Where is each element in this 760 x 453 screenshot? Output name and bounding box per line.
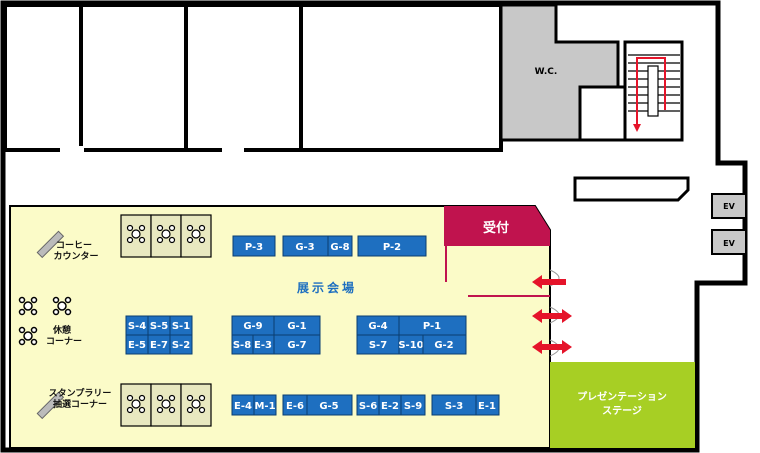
svg-text:S-5: S-5	[150, 321, 168, 332]
svg-text:G-5: G-5	[319, 401, 338, 412]
booth[interactable]: G-1	[273, 315, 321, 336]
stair-room	[578, 85, 630, 142]
booth[interactable]: P-1	[398, 315, 467, 336]
booth[interactable]: S-3	[431, 394, 477, 416]
svg-text:P-2: P-2	[383, 242, 401, 253]
svg-text:E-7: E-7	[150, 340, 168, 351]
svg-text:S-2: S-2	[172, 340, 190, 351]
rest-corner-line2: コーナー	[46, 336, 82, 347]
ev-1	[711, 193, 747, 219]
booths: P-3 G-3 G-8 P-2 S-4 S-5 S-1 E-5 E-7 S-2 …	[125, 235, 500, 416]
demo-tables-top	[120, 214, 212, 258]
hall-label: 展示会場	[297, 280, 357, 295]
demo-tables-bottom	[120, 383, 212, 427]
stage-label-line1: プレゼンテーション	[577, 390, 667, 403]
svg-text:G-8: G-8	[330, 242, 349, 253]
reception-label: 受付	[483, 220, 509, 236]
presentation-stage	[550, 362, 695, 448]
svg-text:P-1: P-1	[423, 321, 441, 332]
ev-2	[711, 229, 747, 255]
svg-text:S-6: S-6	[359, 401, 377, 412]
booth[interactable]: E-1	[475, 394, 500, 416]
booth[interactable]: E-4	[231, 394, 255, 416]
svg-text:G-2: G-2	[434, 340, 453, 351]
booth[interactable]: S-2	[169, 334, 193, 355]
booth[interactable]: G-5	[306, 394, 353, 416]
svg-text:S-9: S-9	[404, 401, 422, 412]
coffee-corner-line1: コーヒー	[56, 240, 92, 251]
svg-text:G-9: G-9	[243, 321, 262, 332]
booth[interactable]: E-7	[147, 334, 171, 355]
booth[interactable]: G-3	[282, 235, 329, 257]
svg-text:E-2: E-2	[381, 401, 399, 412]
booth[interactable]: E-2	[378, 394, 402, 416]
rest-corner-tables	[18, 296, 72, 346]
svg-text:S-4: S-4	[128, 321, 146, 332]
booth[interactable]: S-5	[147, 315, 171, 336]
ev-hall-wall	[573, 176, 690, 202]
booth[interactable]: P-2	[357, 235, 427, 257]
svg-text:G-4: G-4	[368, 321, 387, 332]
svg-text:E-1: E-1	[478, 401, 496, 412]
svg-text:S-10: S-10	[398, 340, 423, 351]
booth[interactable]: G-4	[356, 315, 400, 336]
svg-text:G-7: G-7	[287, 340, 306, 351]
svg-text:E-3: E-3	[254, 340, 272, 351]
svg-text:E-6: E-6	[286, 401, 304, 412]
stair-route-arrow	[636, 57, 666, 126]
stage-label-line2: ステージ	[602, 405, 642, 417]
booth[interactable]: E-5	[125, 334, 149, 355]
booth[interactable]: S-1	[169, 315, 193, 336]
booth[interactable]: S-6	[356, 394, 380, 416]
svg-text:S-7: S-7	[369, 340, 387, 351]
booth[interactable]: S-10	[398, 334, 424, 355]
booth[interactable]: E-3	[252, 334, 275, 355]
booth[interactable]: G-9	[231, 315, 275, 336]
office-rooms	[3, 3, 503, 152]
booth[interactable]: E-6	[282, 394, 308, 416]
svg-text:E-5: E-5	[128, 340, 146, 351]
booth[interactable]: P-3	[232, 235, 276, 257]
svg-text:G-1: G-1	[287, 321, 306, 332]
ev-2-label: EV	[723, 239, 735, 248]
svg-text:S-3: S-3	[445, 401, 463, 412]
rest-corner-line1: 休憩	[52, 324, 71, 336]
svg-text:S-8: S-8	[233, 340, 251, 351]
booth[interactable]: S-4	[125, 315, 149, 336]
wc-label: W.C.	[535, 67, 558, 77]
svg-text:G-3: G-3	[295, 242, 314, 253]
stamp-corner-line1: スタンプラリー	[49, 387, 112, 399]
ev-1-label: EV	[723, 202, 735, 211]
coffee-counter-icon	[36, 230, 65, 259]
booth[interactable]: G-8	[327, 235, 353, 257]
entrance-arrows	[532, 275, 572, 354]
svg-text:P-3: P-3	[245, 242, 263, 253]
booth[interactable]: M-1	[253, 394, 277, 416]
reception	[444, 206, 550, 246]
coffee-corner-line2: カウンター	[53, 250, 98, 262]
booth[interactable]: S-9	[400, 394, 426, 416]
svg-text:M-1: M-1	[254, 401, 275, 412]
stamp-rally-icon	[36, 391, 65, 420]
booth[interactable]: S-8	[231, 334, 254, 355]
svg-text:E-4: E-4	[234, 401, 252, 412]
booth[interactable]: G-2	[422, 334, 467, 355]
booth[interactable]: G-7	[273, 334, 321, 355]
booth[interactable]: S-7	[356, 334, 400, 355]
svg-text:S-1: S-1	[172, 321, 190, 332]
stamp-corner-line2: 抽選コーナー	[53, 398, 107, 410]
